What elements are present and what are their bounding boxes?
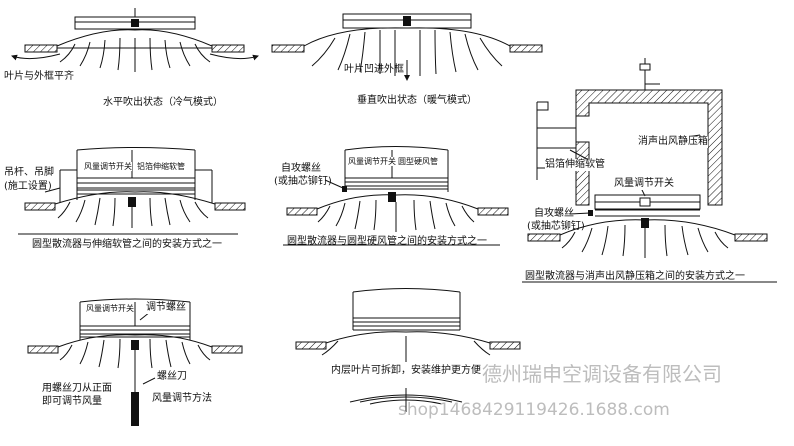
removed-vane-set	[349, 388, 463, 412]
adjust-damper-tag: 风量调节开关	[86, 304, 134, 313]
plenum-screw-label-1: 自攻螺丝	[534, 208, 574, 219]
horizontal-caption: 水平吹出状态（冷气模式）	[103, 97, 223, 108]
horizontal-vane-note: 叶片与外框平齐	[4, 71, 74, 82]
ceiling-right	[477, 207, 509, 216]
ceiling-right	[214, 202, 246, 211]
adjust-text-1: 用螺丝刀从正面	[42, 383, 112, 394]
airflow-lines	[311, 29, 503, 76]
ceiling-right	[509, 44, 543, 53]
rigid-caption: 圆型散流器与圆型硬风管之间的安装方式之一	[287, 236, 487, 247]
duct-top	[79, 298, 191, 303]
outer-cone	[56, 29, 213, 47]
flexible-damper-tag: 风量调节开关	[84, 162, 132, 171]
flexible-duct-tag: 铝箔伸缩软管	[137, 162, 185, 171]
screwdriver-label: 螺丝刀	[157, 371, 187, 382]
vertical-throw-diagram	[271, 13, 543, 81]
ceiling-left	[24, 44, 58, 53]
hanger-label-2: (施工设置)	[4, 181, 52, 192]
adjust-text-2: 即可调节风量	[42, 396, 102, 407]
outer-cone	[303, 27, 511, 47]
flexible-duct-diagram	[18, 147, 246, 235]
watermark-company: 德州瑞申空调设备有限公司	[482, 362, 722, 386]
airflow-lines	[317, 199, 475, 232]
flexible-caption: 圆型散流器与伸缩软管之间的安装方式之一	[32, 239, 222, 250]
ceiling-right	[489, 341, 521, 350]
adjustment-method-diagram	[27, 298, 243, 426]
ceiling-left	[527, 233, 561, 242]
rigid-duct-diagram	[283, 146, 509, 246]
ceiling-left	[24, 202, 56, 211]
rigid-damper-tag: 风量调节开关	[348, 157, 396, 166]
airflow-lines	[59, 338, 211, 369]
plenum-box-diagram	[522, 58, 777, 283]
rigid-screw-label-2: (或抽芯铆钉)	[274, 176, 332, 187]
damper-screw	[131, 19, 139, 27]
damper-screw	[403, 16, 411, 26]
airflow-lines	[561, 224, 729, 258]
adjust-screw-tag: 调节螺丝	[146, 302, 186, 314]
ceiling-right	[211, 44, 245, 53]
plenum-box-label: 消声出风静压箱	[638, 136, 708, 148]
ceiling-left	[286, 207, 318, 216]
damper-screw	[131, 340, 139, 350]
vertical-vane-note: 叶片凹进外框	[344, 64, 404, 75]
horizontal-throw-diagram	[11, 8, 259, 72]
hanger-label-1: 吊杆、吊脚	[4, 167, 54, 178]
adjust-caption: 风量调节方法	[152, 393, 212, 404]
vertical-caption: 垂直吹出状态（暖气模式）	[357, 95, 477, 106]
ceiling-right	[734, 233, 768, 242]
plenum-screw-label-2: (或抽芯铆钉)	[527, 221, 585, 232]
plenum-caption: 圆型散流器与消声出风静压箱之间的安装方式之一	[525, 271, 745, 282]
damper-screw	[641, 218, 649, 228]
airflow-lines	[57, 197, 209, 228]
ceiling-right	[211, 345, 243, 354]
plenum-damper-label: 风量调节开关	[614, 178, 674, 190]
ceiling-left	[295, 341, 327, 350]
rigid-screw-label-1: 自攻螺丝	[281, 163, 321, 174]
airflow-lines	[59, 37, 211, 72]
ceiling-left	[27, 345, 59, 354]
duct-top	[344, 146, 449, 151]
duct-top	[352, 288, 461, 293]
removable-vanes-diagram	[295, 288, 521, 412]
ceiling-left	[271, 44, 305, 53]
plenum-duct-label: 铝箔伸缩软管	[545, 159, 605, 171]
duct-top	[76, 147, 196, 151]
damper-screw	[388, 192, 396, 202]
plenum-box-wall	[575, 89, 723, 206]
watermark-url: shop1468429119426.1688.com	[398, 400, 670, 420]
screwdriver-icon	[131, 350, 139, 426]
removable-caption: 内层叶片可拆卸，安装维护更方便	[331, 365, 481, 376]
rigid-duct-tag: 圆型硬风管	[398, 157, 438, 166]
